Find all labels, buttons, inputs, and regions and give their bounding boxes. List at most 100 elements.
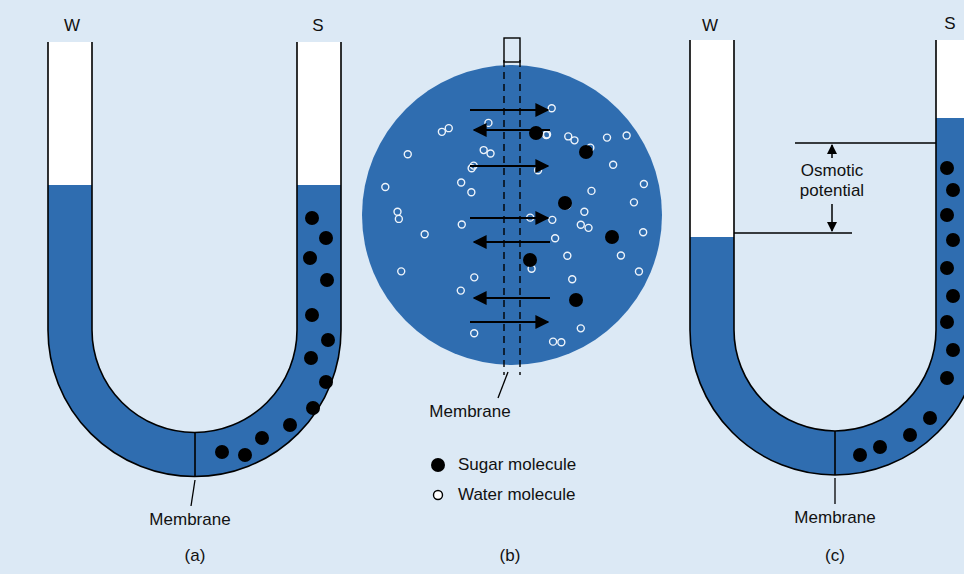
water-molecule bbox=[548, 105, 555, 112]
water-molecule bbox=[635, 268, 642, 275]
leader-line bbox=[498, 372, 508, 398]
sugar-molecule bbox=[946, 343, 960, 357]
water-molecule bbox=[623, 132, 630, 139]
legend-text: Water molecule bbox=[458, 485, 575, 505]
water-molecule bbox=[543, 131, 550, 138]
sugar-molecule bbox=[903, 428, 917, 442]
sugar-molecule bbox=[305, 211, 319, 225]
water-molecule bbox=[577, 325, 584, 332]
water-molecule bbox=[458, 179, 465, 186]
flow-arrow bbox=[474, 241, 550, 243]
water-molecule bbox=[445, 125, 452, 132]
water-molecule bbox=[457, 287, 464, 294]
water-molecule bbox=[395, 215, 402, 222]
part-label: Membrane bbox=[429, 402, 510, 422]
sugar-molecule bbox=[946, 289, 960, 303]
sugar-molecule bbox=[940, 315, 954, 329]
leader-line bbox=[834, 478, 835, 504]
water-molecule bbox=[438, 128, 445, 135]
u-tube bbox=[690, 40, 964, 475]
water-molecule bbox=[565, 133, 572, 140]
water-molecule bbox=[581, 208, 588, 215]
membrane-line bbox=[194, 432, 196, 477]
liquid bbox=[690, 118, 964, 475]
sugar-molecule bbox=[853, 448, 867, 462]
sugar-molecule bbox=[940, 261, 954, 275]
legend-text: Sugar molecule bbox=[458, 455, 576, 475]
water-molecule bbox=[585, 224, 592, 231]
panel-label: (b) bbox=[500, 546, 521, 566]
sugar-molecule bbox=[306, 401, 320, 415]
sugar-molecule bbox=[940, 371, 954, 385]
panel-label: (c) bbox=[825, 546, 845, 566]
water-molecule bbox=[485, 119, 492, 126]
sugar-molecule bbox=[320, 273, 334, 287]
water-molecule bbox=[404, 151, 411, 158]
water-molecule bbox=[421, 231, 428, 238]
water-molecule bbox=[630, 199, 637, 206]
sugar-molecule bbox=[529, 126, 543, 140]
water-molecule bbox=[549, 216, 556, 223]
water-molecule bbox=[394, 208, 401, 215]
legend-row: Sugar molecule bbox=[428, 450, 576, 480]
sugar-molecule bbox=[946, 233, 960, 247]
sugar-molecule bbox=[305, 308, 319, 322]
sugar-molecule bbox=[303, 251, 317, 265]
flow-arrow bbox=[474, 129, 550, 131]
side-label: S bbox=[944, 14, 955, 34]
water-molecule bbox=[550, 338, 557, 345]
water-molecule bbox=[471, 274, 478, 281]
water-molecule bbox=[487, 150, 494, 157]
sugar-molecule bbox=[558, 196, 572, 210]
water-molecule bbox=[569, 276, 576, 283]
water-molecule bbox=[558, 339, 565, 346]
panel-label: (a) bbox=[185, 546, 206, 566]
leader-line bbox=[191, 480, 195, 506]
water-molecule bbox=[588, 187, 595, 194]
water-molecule bbox=[640, 229, 647, 236]
water-molecule bbox=[471, 330, 478, 337]
sugar-molecule bbox=[283, 418, 297, 432]
water-molecule bbox=[577, 221, 584, 228]
tube-wall bbox=[48, 42, 341, 477]
water-molecule bbox=[617, 252, 624, 259]
sugar-molecule bbox=[946, 183, 960, 197]
membrane-line bbox=[834, 431, 836, 475]
side-label: W bbox=[702, 16, 718, 36]
water-molecule bbox=[552, 235, 559, 242]
sugar-molecule bbox=[319, 231, 333, 245]
water-molecule bbox=[382, 184, 389, 191]
sugar-molecule bbox=[579, 145, 593, 159]
tube-interior bbox=[690, 40, 964, 475]
sugar-molecule bbox=[940, 161, 954, 175]
water-molecule bbox=[480, 147, 487, 154]
sugar-molecule bbox=[238, 448, 252, 462]
tube-wall bbox=[690, 40, 964, 475]
side-label: W bbox=[64, 16, 80, 36]
sugar-molecule bbox=[215, 445, 229, 459]
water-molecule bbox=[564, 252, 571, 259]
water-molecule bbox=[610, 161, 617, 168]
sugar-molecule bbox=[255, 431, 269, 445]
sugar-molecule bbox=[873, 440, 887, 454]
side-label: S bbox=[312, 16, 323, 36]
water-molecule bbox=[604, 134, 611, 141]
water-molecule bbox=[544, 131, 551, 138]
sugar-molecule bbox=[304, 351, 318, 365]
sugar-molecule bbox=[923, 411, 937, 425]
flow-arrow bbox=[470, 165, 548, 167]
part-label: Membrane bbox=[149, 510, 230, 530]
magnified-view bbox=[362, 65, 662, 365]
sugar-molecule bbox=[523, 253, 537, 267]
sugar-molecule bbox=[605, 230, 619, 244]
osmotic-bracket bbox=[734, 143, 936, 233]
dimension-label: Osmotic potential bbox=[782, 160, 882, 201]
flow-arrow bbox=[470, 109, 548, 111]
sugar-molecule bbox=[319, 375, 333, 389]
legend-swatch bbox=[428, 485, 448, 505]
water-molecule bbox=[398, 268, 405, 275]
sugar-molecule bbox=[569, 293, 583, 307]
sugar-molecule bbox=[940, 208, 954, 222]
flow-arrow bbox=[474, 297, 550, 299]
flow-arrow bbox=[470, 321, 548, 323]
